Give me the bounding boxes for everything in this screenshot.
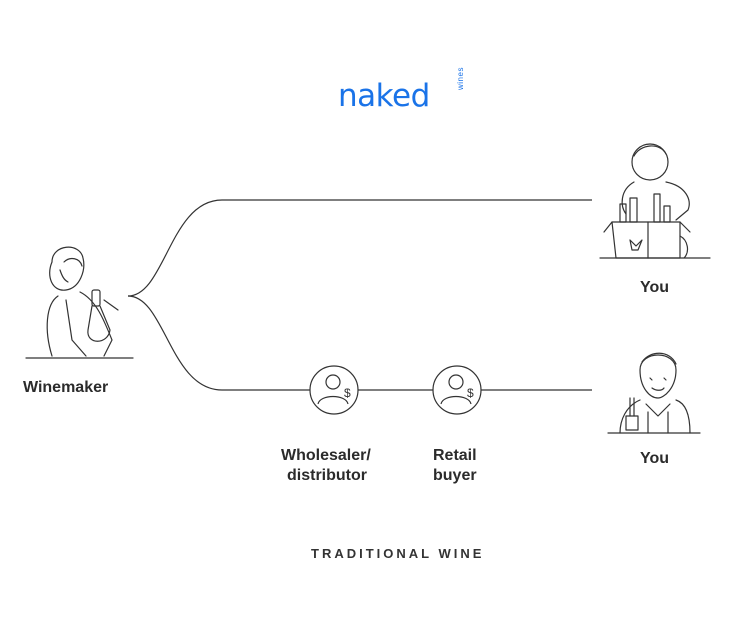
logo-main-text: naked xyxy=(338,78,430,114)
retail-label-line1: Retail xyxy=(433,447,477,464)
line-direct xyxy=(127,199,592,297)
person-shop-figure-icon xyxy=(607,352,701,434)
user-dollar-icon: $ xyxy=(309,365,359,415)
wholesaler-label-line2: distributor xyxy=(287,467,367,484)
logo-side-text: wines xyxy=(456,67,465,90)
svg-text:$: $ xyxy=(467,386,474,400)
wholesaler-label-line1: Wholesaler/ xyxy=(281,447,371,464)
winemaker-figure-icon xyxy=(25,246,134,359)
you-top-label: You xyxy=(640,279,670,296)
diagram-caption: TRADITIONAL WINE xyxy=(311,546,485,561)
retail-label-line2: buyer xyxy=(433,467,477,484)
svg-text:$: $ xyxy=(344,386,351,400)
you-bottom-label: You xyxy=(640,450,670,467)
user-dollar-icon: $ xyxy=(432,365,482,415)
line-traditional xyxy=(127,295,310,391)
winemaker-label: Winemaker xyxy=(23,379,109,396)
flow-lines xyxy=(127,199,592,391)
person-box-figure-icon xyxy=(599,143,711,259)
